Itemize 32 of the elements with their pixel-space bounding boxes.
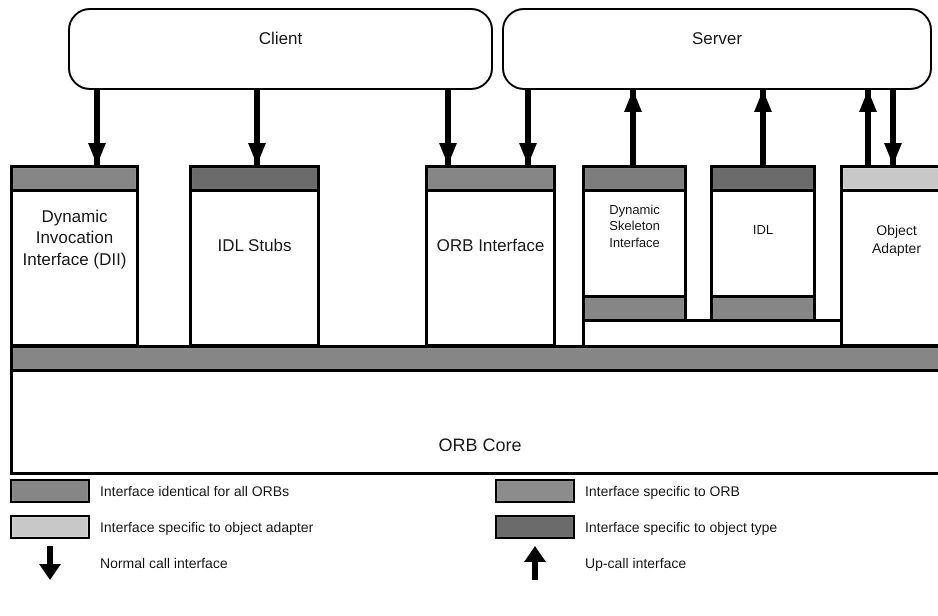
legend-label: Interface identical for all ORBs	[100, 482, 290, 500]
legend-label: Up-call interface	[585, 554, 686, 573]
component-label: IDL	[752, 222, 774, 238]
component-label: ORB Core	[437, 434, 523, 456]
call-arrow	[754, 90, 772, 165]
interface-box	[582, 165, 687, 322]
call-arrow	[519, 90, 537, 165]
legend-label: Interface specific to object adapter	[100, 518, 314, 537]
legend-label: Normal call interface	[100, 554, 228, 572]
component-label: IDL Stubs	[216, 235, 293, 256]
interface-box	[840, 165, 938, 347]
component-label: ORB Interface	[436, 235, 546, 256]
component-label: Client	[258, 28, 304, 50]
legend-label: Interface specific to object type	[585, 518, 778, 537]
call-arrow	[859, 90, 877, 165]
interface-box	[425, 165, 556, 347]
interface-box	[10, 165, 139, 347]
component-box	[68, 8, 493, 90]
interface-box	[710, 165, 816, 322]
component-label: Server	[690, 28, 744, 50]
component-label: Dynamic Skeleton Interface	[608, 202, 661, 251]
interface-box	[189, 165, 320, 347]
call-arrow	[88, 90, 106, 165]
core-layer-box	[10, 345, 938, 475]
component-label: Object Adapter	[870, 222, 922, 257]
call-arrow	[248, 90, 266, 165]
component-label: Dynamic Invocation Interface (DII)	[22, 206, 128, 270]
call-arrow	[884, 90, 902, 165]
legend-label: Interface specific to ORB	[585, 482, 740, 501]
component-box	[502, 8, 932, 90]
call-arrow	[624, 90, 642, 165]
call-arrow	[439, 90, 457, 165]
